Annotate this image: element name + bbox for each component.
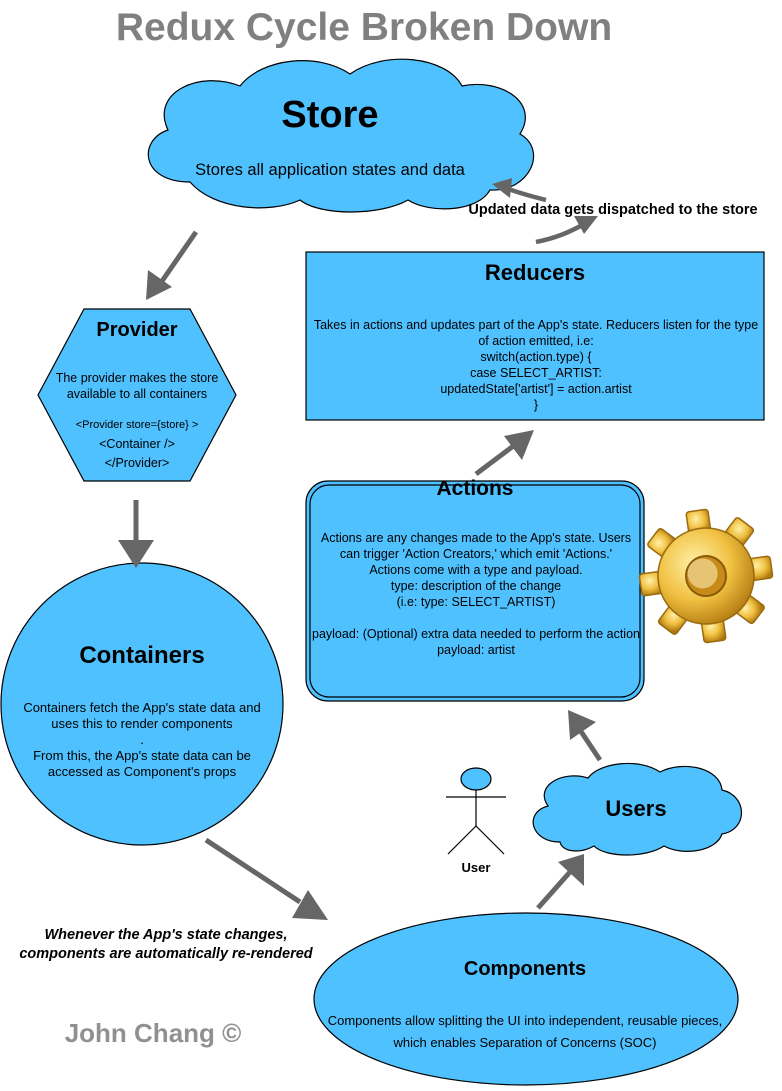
provider-code: <Provider store={store} > <Container /> … [30, 416, 244, 473]
provider-hexagon [37, 308, 237, 482]
provider-title: Provider [96, 319, 178, 341]
containers-circle [0, 562, 284, 846]
components-title: Components [463, 958, 587, 980]
actions-title: Actions [436, 477, 514, 500]
actions-box-inner-border [309, 484, 641, 698]
components-description: Components allow splitting the UI into i… [327, 1013, 723, 1050]
arrow-reducers-to-store [492, 178, 598, 245]
provider-code-line-1: <Provider store={store} > [75, 419, 199, 431]
containers-title: Containers [79, 642, 205, 669]
gear-icon [638, 508, 774, 644]
user-figure-label: User [461, 860, 491, 875]
actions-description: Actions are any changes made to the App'… [312, 531, 640, 657]
author-credit: John Chang © [64, 1018, 242, 1048]
provider-code-line-3: </Provider> [104, 456, 170, 470]
users-title: Users [605, 796, 667, 821]
arrow-actions-to-reducers [474, 430, 534, 476]
components-ellipse [313, 912, 739, 1086]
containers-description: Containers fetch the App's state data an… [23, 700, 261, 779]
rerender-note: Whenever the App's state changes, compon… [19, 927, 313, 962]
arrow-provider-to-containers [118, 500, 154, 568]
users-cloud [532, 762, 743, 856]
arrows [118, 178, 603, 920]
arrow-containers-to-components [204, 837, 328, 920]
reducers-title: Reducers [484, 260, 586, 285]
arrow-components-to-users [536, 854, 584, 910]
arrow-users-to-actions [568, 710, 603, 762]
user-figure-icon [446, 767, 506, 855]
store-title: Store [281, 94, 379, 136]
store-description: Stores all application states and data [195, 161, 465, 179]
provider-description: The provider makes the store available t… [55, 371, 219, 401]
store-cloud [147, 58, 535, 213]
arrow-store-to-provider [146, 230, 199, 300]
dispatch-label: Updated data gets dispatched to the stor… [468, 202, 758, 218]
page-title: Redux Cycle Broken Down [115, 6, 613, 49]
reducers-box [305, 251, 765, 421]
reducers-description: Takes in actions and updates part of the… [313, 318, 759, 412]
provider-code-line-2: <Container /> [99, 437, 175, 451]
